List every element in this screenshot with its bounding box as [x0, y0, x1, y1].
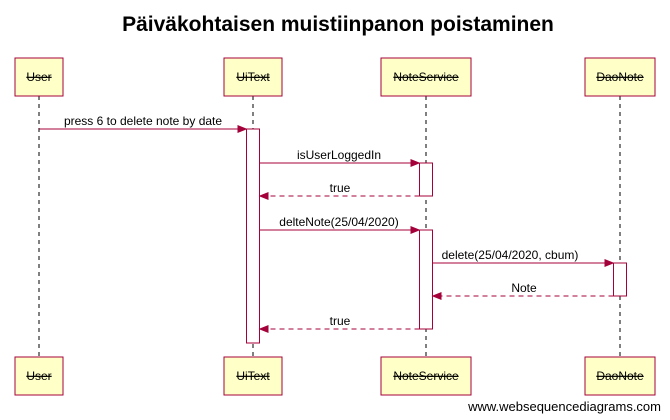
participant-box [380, 356, 472, 396]
participant-user-bottom: User [14, 356, 64, 396]
activation-bar-uitext [246, 128, 260, 344]
participant-box [14, 356, 64, 396]
participant-daonote-bottom: DaoNote [584, 356, 656, 396]
participant-daonote-top: DaoNote [584, 57, 656, 97]
diagram-title: Päiväkohtaisen muistiinpanon poistaminen [122, 13, 554, 36]
participant-label: User [26, 70, 51, 84]
activation-bar-noteservice [419, 229, 433, 330]
participant-label: UiText [236, 369, 270, 383]
activation-bars [246, 128, 627, 344]
participant-box [223, 57, 283, 97]
message-label-5: delete(25/04/2020, cbum) [442, 248, 579, 262]
participant-label: UiText [236, 70, 270, 84]
message-label-7: true [330, 314, 351, 328]
message-label-1: press 6 to delete note by date [64, 114, 222, 128]
message-label-4: delteNote(25/04/2020) [279, 215, 398, 229]
participant-uitext-top: UiText [223, 57, 283, 97]
message-label-6: Note [511, 281, 537, 295]
participant-box [584, 57, 656, 97]
participant-box [584, 356, 656, 396]
participant-uitext-bottom: UiText [223, 356, 283, 396]
participant-noteservice-top: NoteService [380, 57, 472, 97]
participant-label: NoteService [393, 70, 459, 84]
activation-bar-daonote [613, 262, 627, 297]
activation-bar-noteservice [419, 162, 433, 197]
participant-box [223, 356, 283, 396]
participant-noteservice-bottom: NoteService [380, 356, 472, 396]
participant-box [14, 57, 64, 97]
participant-user-top: User [14, 57, 64, 97]
participants: UserUserUiTextUiTextNoteServiceNoteServi… [14, 57, 656, 396]
messages: press 6 to delete note by date isUserLogg… [39, 114, 615, 333]
participant-label: DaoNote [596, 70, 644, 84]
participant-box [380, 57, 472, 97]
message-label-2: isUserLoggedIn [297, 148, 381, 162]
participant-label: User [26, 369, 51, 383]
footer-watermark: www.websequencediagrams.com [467, 399, 661, 414]
participant-label: DaoNote [596, 369, 644, 383]
message-label-3: true [330, 181, 351, 195]
participant-label: NoteService [393, 369, 459, 383]
